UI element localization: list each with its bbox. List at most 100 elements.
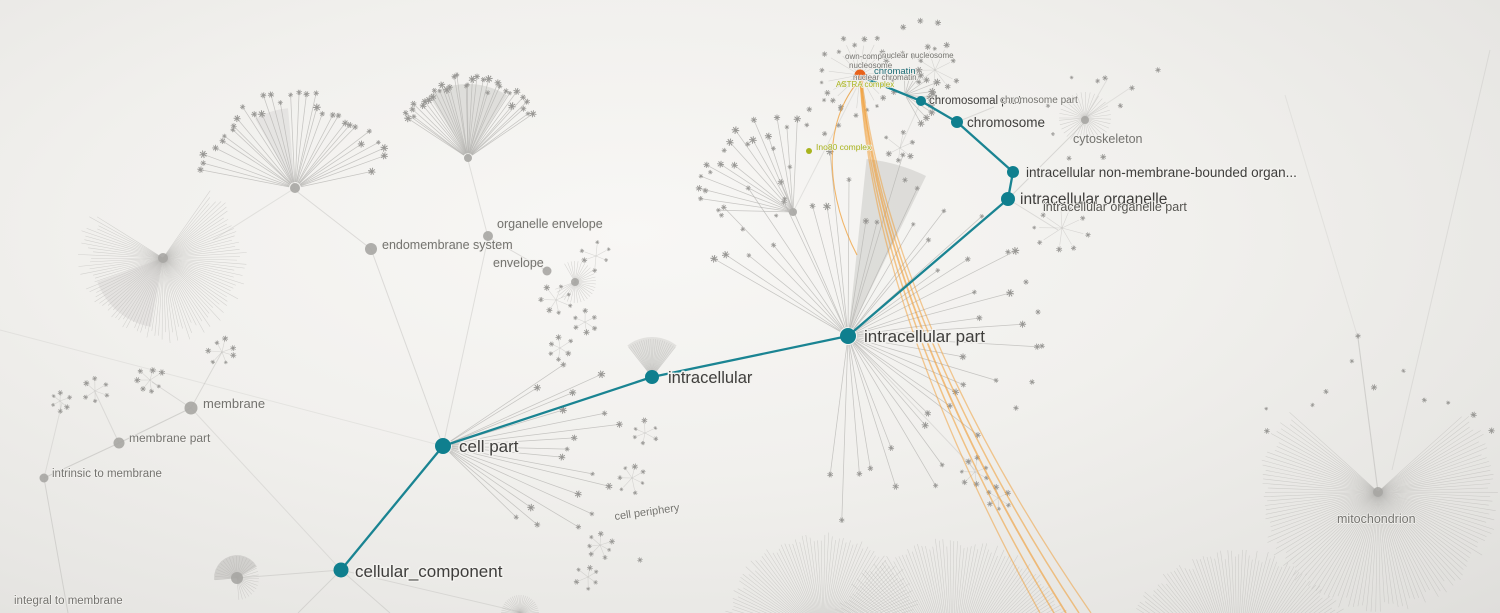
node-envelope[interactable] xyxy=(542,266,552,276)
flow-edge xyxy=(860,80,1080,613)
label-intracellular-non-membrane-bounded-organelle[interactable]: intracellular non-membrane-bounded organ… xyxy=(1025,164,1299,182)
node-cluster-2[interactable] xyxy=(464,154,472,162)
radial-fan-cluster xyxy=(900,64,942,129)
leaf-burst-icon xyxy=(575,566,582,573)
label-membrane-part[interactable]: membrane part xyxy=(128,430,212,446)
graph-edge xyxy=(297,569,342,613)
radial-disc-cluster xyxy=(501,594,539,613)
node-endomembrane-system[interactable] xyxy=(365,243,377,255)
label-cytoskeleton[interactable]: cytoskeleton xyxy=(1072,131,1143,147)
leaf-burst-icon xyxy=(249,109,260,120)
leaf-ring xyxy=(571,307,599,338)
label-intrinsic-to-membrane[interactable]: intrinsic to membrane xyxy=(51,467,162,481)
node-cluster-4[interactable] xyxy=(231,572,243,584)
leaf-burst-icon xyxy=(591,324,599,332)
leaf-ring xyxy=(537,283,573,316)
label-chromosomal-part[interactable]: chromosomal part xyxy=(928,94,1022,108)
node-chromosomal-part[interactable] xyxy=(916,96,926,106)
radial-fan-cluster xyxy=(708,146,1043,525)
label-ino80-complex[interactable]: Ino80 complex xyxy=(815,141,873,153)
label-envelope[interactable]: envelope xyxy=(492,255,544,271)
leaf-burst-icon xyxy=(916,17,924,25)
node-organelle-envelope[interactable] xyxy=(483,231,493,241)
leaf-burst-icon xyxy=(605,246,612,253)
label-nuclear-nucleosome[interactable]: nuclear nucleosome xyxy=(881,50,955,61)
label-membrane[interactable]: membrane xyxy=(202,395,267,413)
leaf-burst-icon xyxy=(1116,101,1125,110)
graph-edge xyxy=(94,391,120,444)
leaf-burst-icon xyxy=(1069,243,1078,253)
leaf-burst-icon xyxy=(238,102,247,111)
label-cellular-component[interactable]: cellular_component xyxy=(354,561,505,583)
label-chromosome-part[interactable]: chromosome part xyxy=(999,94,1079,107)
leaf-burst-icon xyxy=(715,158,726,170)
node-cluster-1[interactable] xyxy=(290,183,300,193)
node-mitochondrion[interactable] xyxy=(1373,487,1383,497)
label-chromatin[interactable]: chromatin xyxy=(873,65,916,78)
graph-edge xyxy=(1357,337,1379,493)
node-chromatin[interactable] xyxy=(854,69,866,81)
node-ino80-complex[interactable] xyxy=(806,148,812,154)
label-integral-to-membrane[interactable]: integral to membrane xyxy=(13,594,123,608)
node-non-membrane-bounded-organelle[interactable] xyxy=(1007,166,1019,178)
leaf-burst-icon xyxy=(772,212,780,219)
graph-edge xyxy=(212,187,296,241)
node-cluster-6[interactable] xyxy=(789,208,797,216)
leaf-burst-icon xyxy=(905,151,916,162)
label-own-complex[interactable]: own-complex xyxy=(844,51,893,62)
leaf-burst-icon xyxy=(1093,77,1102,85)
label-intracellular-organelle-part[interactable]: intracellular organelle part xyxy=(1042,199,1188,215)
label-organelle-envelope[interactable]: organelle envelope xyxy=(496,216,603,232)
leaf-burst-icon xyxy=(526,502,536,513)
leaf-burst-icon xyxy=(730,125,741,136)
leaf-burst-icon xyxy=(572,578,581,586)
leaf-burst-icon xyxy=(697,172,705,180)
node-membrane-part[interactable] xyxy=(113,437,125,449)
leaf-burst-icon xyxy=(701,160,712,170)
node-chromosome[interactable] xyxy=(951,116,963,128)
leaf-burst-icon xyxy=(938,461,946,469)
graph-edge xyxy=(956,106,995,123)
leaf-burst-icon xyxy=(594,238,601,246)
leaf-burst-icon xyxy=(318,109,327,119)
node-intracellular-part[interactable] xyxy=(840,328,856,344)
leaf-burst-icon xyxy=(823,88,832,98)
leaf-burst-icon xyxy=(821,200,833,213)
node-cellular-component[interactable] xyxy=(333,562,349,578)
node-membrane[interactable] xyxy=(184,401,198,415)
node-astra-complex[interactable] xyxy=(840,81,846,87)
node-cell-part[interactable] xyxy=(435,438,451,454)
leaf-burst-icon xyxy=(148,388,155,395)
label-astra-complex[interactable]: ASTRA complex xyxy=(835,79,895,90)
leaf-burst-icon xyxy=(873,34,881,42)
label-intracellular-organelle[interactable]: intracellular organelle xyxy=(1019,190,1169,210)
leaf-burst-icon xyxy=(82,393,90,401)
label-chromosome[interactable]: chromosome xyxy=(966,114,1047,132)
leaf-burst-icon xyxy=(603,481,615,492)
node-intracellular-organelle[interactable] xyxy=(1001,192,1015,206)
dense-fan-wedge xyxy=(255,108,295,188)
label-nuclear-chromatin[interactable]: nuclear chromatin xyxy=(852,72,917,83)
label-cell-periphery[interactable]: cell periphery xyxy=(613,501,681,524)
label-intracellular[interactable]: intracellular xyxy=(667,368,755,389)
label-mitochondrion[interactable]: mitochondrion xyxy=(1336,511,1416,527)
leaf-burst-icon xyxy=(213,339,221,347)
label-intracellular-part[interactable]: intracellular part xyxy=(863,326,987,348)
dense-fan-wedge xyxy=(214,555,257,580)
leaf-burst-icon xyxy=(1068,74,1075,81)
node-cluster-3[interactable] xyxy=(158,253,168,263)
node-intracellular[interactable] xyxy=(645,370,659,384)
leaf-burst-icon xyxy=(622,465,629,472)
label-nucleosome[interactable]: nucleosome xyxy=(848,60,893,71)
leaf-burst-icon xyxy=(898,22,908,32)
label-endomembrane-system[interactable]: endomembrane system xyxy=(381,237,513,253)
label-cell-part[interactable]: cell part xyxy=(458,436,521,458)
leaf-burst-icon xyxy=(631,433,639,441)
node-cytoskeleton[interactable] xyxy=(1081,116,1089,124)
node-cluster-5[interactable] xyxy=(571,278,579,286)
graph-edge xyxy=(487,236,548,272)
node-intrinsic-to-membrane[interactable] xyxy=(39,473,49,483)
leaf-burst-icon xyxy=(585,586,591,592)
